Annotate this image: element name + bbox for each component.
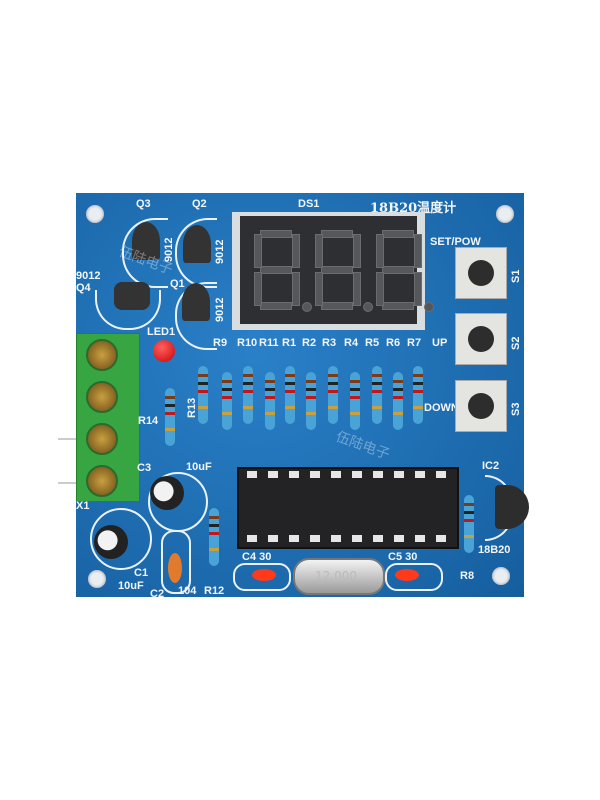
label-down: DOWN (424, 402, 459, 414)
capacitor-outline (385, 563, 443, 591)
ceramic-capacitor-c4 (252, 569, 276, 581)
resistor-r12 (209, 508, 219, 566)
crystal-oscillator: 12.000 (293, 558, 385, 595)
label-c4: C4 30 (242, 551, 272, 563)
label-c2: C2 (150, 588, 165, 600)
label-s3: S3 (510, 402, 522, 416)
temperature-sensor-18b20 (495, 485, 529, 529)
capacitor-outline (161, 530, 191, 594)
electrolytic-capacitor-c1 (94, 525, 128, 559)
label-set-pow: SET/POW (430, 236, 481, 248)
label-c3-value: 10uF (186, 461, 212, 473)
label-s2: S2 (510, 336, 522, 350)
label-r5: R5 (365, 337, 380, 349)
resistor (372, 366, 382, 424)
mounting-hole (86, 205, 104, 223)
label-ic2: IC2 (482, 460, 500, 472)
display-digit (254, 230, 312, 312)
crystal-marking: 12.000 (315, 569, 357, 583)
ceramic-capacitor-c2 (168, 553, 182, 583)
resistor (306, 372, 316, 430)
resistor (350, 372, 360, 430)
label-r14: R14 (138, 415, 159, 427)
transistor-q1 (182, 283, 210, 321)
label-r2: R2 (302, 337, 317, 349)
resistor (243, 366, 253, 424)
wire-lead (58, 438, 78, 440)
microcontroller-ic (237, 467, 459, 549)
label-up: UP (432, 337, 448, 349)
resistor (198, 366, 208, 424)
label-c3: C3 (137, 462, 152, 474)
label-q2: Q2 (192, 198, 207, 210)
label-r13: R13 (186, 397, 198, 418)
mounting-hole (492, 567, 510, 585)
label-r8: R8 (460, 570, 475, 582)
label-9012-q1: 9012 (214, 297, 226, 322)
label-s1: S1 (510, 269, 522, 283)
display-digit (315, 230, 373, 312)
label-q4: Q4 (76, 282, 91, 294)
label-r4: R4 (344, 337, 359, 349)
label-ds1: DS1 (298, 198, 320, 210)
seven-segment-display (232, 212, 434, 330)
resistor (222, 372, 232, 430)
capacitor-outline (90, 508, 152, 570)
transistor-q4 (114, 282, 150, 310)
resistor (413, 366, 423, 424)
label-r9: R9 (213, 337, 228, 349)
mounting-hole (88, 570, 106, 588)
label-r3: R3 (322, 337, 337, 349)
capacitor-outline (233, 563, 291, 591)
label-r1: R1 (282, 337, 297, 349)
display-digit (376, 230, 434, 312)
resistor (328, 366, 338, 424)
label-r10: R10 (237, 337, 258, 349)
label-x1: X1 (76, 500, 90, 512)
wire-lead (58, 482, 78, 484)
resistor (285, 366, 295, 424)
button-s1-set-pow[interactable] (455, 247, 507, 299)
label-c1-value: 10uF (118, 580, 144, 592)
electrolytic-capacitor-c3 (150, 476, 184, 510)
label-9012-q4: 9012 (76, 270, 101, 282)
label-ic2-value: 18B20 (478, 544, 511, 556)
label-r11: R11 (259, 337, 279, 349)
resistor (265, 372, 275, 430)
transistor-q3 (132, 222, 160, 260)
label-r6: R6 (386, 337, 401, 349)
ceramic-capacitor-c5 (395, 569, 419, 581)
label-r12: R12 (204, 585, 225, 597)
button-s2-up[interactable] (455, 313, 507, 365)
button-s3-down[interactable] (455, 380, 507, 432)
label-q3: Q3 (136, 198, 151, 210)
resistor (393, 372, 403, 430)
screw-terminal-block (76, 333, 140, 502)
label-led1: LED1 (147, 326, 176, 338)
label-c5: C5 30 (388, 551, 418, 563)
resistor-r13 (165, 388, 175, 446)
label-q1: Q1 (170, 278, 185, 290)
label-c1: C1 (134, 567, 149, 579)
label-c2-value: 104 (178, 585, 197, 597)
label-r7: R7 (407, 337, 422, 349)
label-9012-q2: 9012 (214, 239, 226, 264)
display-face (240, 216, 434, 324)
led-red (153, 340, 175, 362)
mounting-hole (496, 205, 514, 223)
transistor-q2 (183, 225, 211, 263)
resistor-r8 (464, 495, 474, 553)
